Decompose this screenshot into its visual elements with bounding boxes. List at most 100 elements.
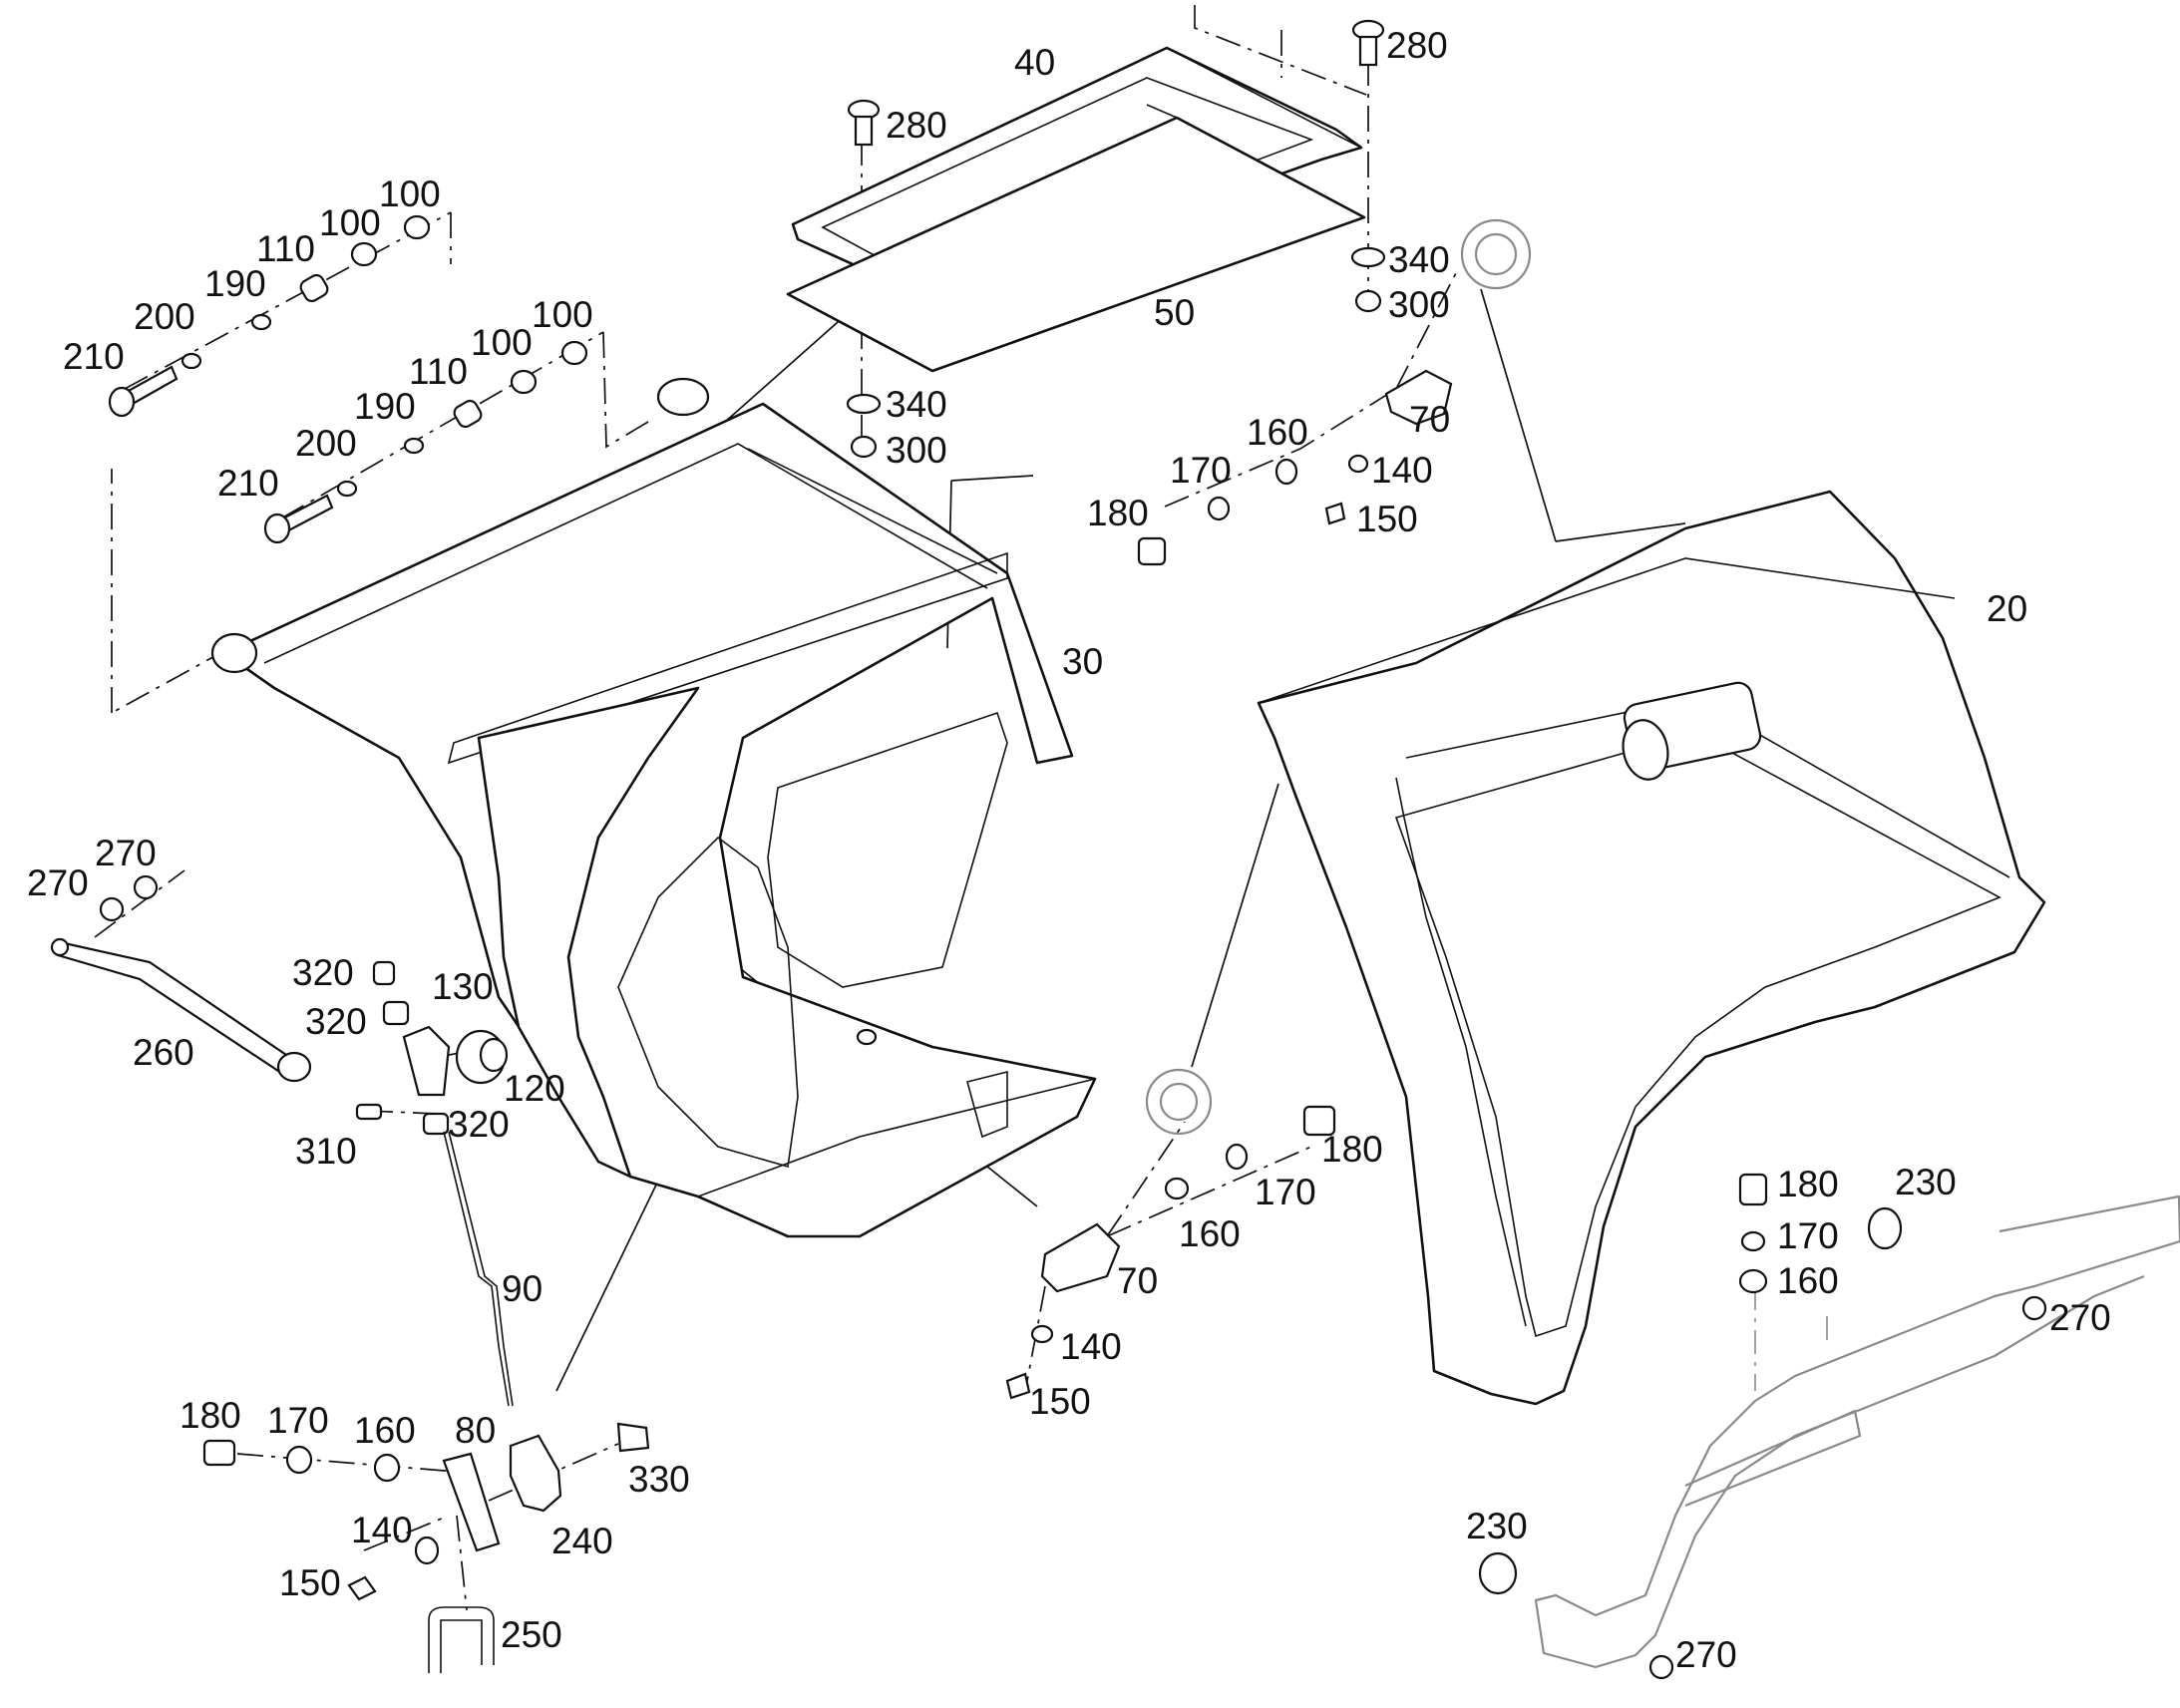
nut-320-c [422, 1112, 450, 1136]
nut-270-right-lower [1648, 1654, 1674, 1680]
callout-270: 270 [27, 862, 89, 903]
callout-140: 140 [1060, 1326, 1122, 1367]
callout-320: 320 [448, 1104, 510, 1145]
nut-270-a [99, 896, 125, 922]
callout-190: 190 [354, 386, 416, 427]
screw-310 [355, 1103, 383, 1121]
latch-240 [509, 1434, 562, 1513]
nut-150-latch [347, 1575, 377, 1601]
callout-180: 180 [1777, 1164, 1839, 1204]
callout-230: 230 [1466, 1506, 1528, 1546]
callout-260: 260 [133, 1032, 194, 1073]
callout-150: 150 [1356, 499, 1418, 539]
nut-300-left [850, 435, 878, 459]
callout-250: 250 [501, 1614, 562, 1655]
grey-disc-upper [1460, 218, 1532, 290]
bolt-180-latch [202, 1439, 236, 1467]
frame-30 [210, 377, 1097, 1238]
hood-20 [1257, 490, 2046, 1406]
callout-320: 320 [292, 952, 354, 993]
callout-280: 280 [886, 105, 947, 146]
callout-150: 150 [1029, 1381, 1091, 1422]
callout-70: 70 [1117, 1260, 1158, 1301]
nut-270-b [133, 874, 159, 900]
callout-110: 110 [256, 228, 315, 269]
callout-210: 210 [217, 463, 279, 504]
callout-170: 170 [1777, 1215, 1839, 1256]
callout-90: 90 [502, 1268, 543, 1309]
callout-310: 310 [295, 1131, 357, 1172]
rubber-buffer-230-upper [1867, 1206, 1903, 1250]
callout-340: 340 [886, 384, 947, 425]
support-bracket [1534, 1195, 2180, 1669]
callout-80: 80 [455, 1410, 496, 1451]
callout-320: 320 [305, 1001, 367, 1042]
callout-110: 110 [409, 351, 468, 392]
nut-320-a [372, 960, 396, 986]
callout-50: 50 [1154, 292, 1195, 333]
callout-200: 200 [134, 296, 195, 337]
bolt-330 [616, 1422, 650, 1453]
callout-20: 20 [1987, 588, 2027, 629]
callout-150: 150 [279, 1562, 341, 1603]
callout-300: 300 [886, 430, 947, 471]
washer-340-right [1350, 246, 1386, 268]
callout-160: 160 [354, 1410, 416, 1451]
grey-disc-lower [1145, 1068, 1213, 1136]
callout-100: 100 [319, 202, 381, 243]
callout-280: 280 [1386, 25, 1448, 66]
callout-170: 170 [267, 1400, 329, 1441]
callout-40: 40 [1014, 42, 1055, 83]
callout-130: 130 [432, 966, 494, 1007]
callout-140: 140 [351, 1510, 413, 1550]
cover-panel-50 [786, 104, 1366, 373]
nut-300-right [1354, 289, 1382, 313]
bolt-180-lower [1302, 1105, 1336, 1137]
rubber-buffer-230-lower [1478, 1551, 1518, 1595]
callout-160: 160 [1247, 412, 1308, 453]
latch-plate-80 [442, 1452, 501, 1552]
callout-30: 30 [1062, 641, 1103, 682]
nut-320-b [382, 1000, 410, 1026]
callout-100: 100 [471, 322, 533, 363]
callout-180: 180 [1087, 493, 1149, 533]
callout-140: 140 [1371, 450, 1433, 491]
callout-270: 270 [1675, 1634, 1737, 1675]
callout-170: 170 [1170, 450, 1232, 491]
screw-280-right [1351, 19, 1385, 67]
callout-labels: 280 40 280 340 300 50 340 300 100 100 11… [27, 25, 2111, 1675]
bracket-70-lower [1040, 1222, 1121, 1293]
rod-90 [443, 1131, 510, 1407]
callout-160: 160 [1777, 1260, 1839, 1301]
callout-330: 330 [628, 1459, 690, 1500]
callout-70: 70 [1409, 399, 1450, 440]
callout-270: 270 [95, 833, 157, 873]
washer-340-left [846, 393, 882, 415]
callout-340: 340 [1388, 239, 1450, 280]
callout-120: 120 [504, 1068, 565, 1109]
u-bolt-250 [428, 1606, 495, 1673]
bolt-180-right [1738, 1173, 1768, 1206]
callout-230: 230 [1895, 1162, 1957, 1202]
callout-270: 270 [2049, 1297, 2111, 1338]
callout-300: 300 [1388, 284, 1450, 325]
bracket-70-upper [1384, 369, 1453, 426]
callout-200: 200 [295, 423, 357, 464]
callout-180: 180 [180, 1395, 241, 1436]
hardware [50, 19, 2047, 1680]
callout-180: 180 [1321, 1129, 1383, 1170]
bolt-180-upper [1137, 536, 1167, 566]
nut-270-right-upper [2021, 1295, 2047, 1321]
screw-280-left [847, 99, 881, 147]
callout-240: 240 [551, 1521, 613, 1561]
callout-210: 210 [63, 336, 125, 377]
callout-100: 100 [532, 294, 593, 335]
nut-150-lower [1005, 1372, 1031, 1400]
gas-strut-260 [50, 937, 312, 1083]
callout-160: 160 [1179, 1213, 1241, 1254]
callout-100: 100 [379, 173, 441, 214]
callout-190: 190 [204, 263, 266, 304]
lever-plate-130 [402, 1025, 451, 1097]
callout-170: 170 [1255, 1172, 1316, 1212]
